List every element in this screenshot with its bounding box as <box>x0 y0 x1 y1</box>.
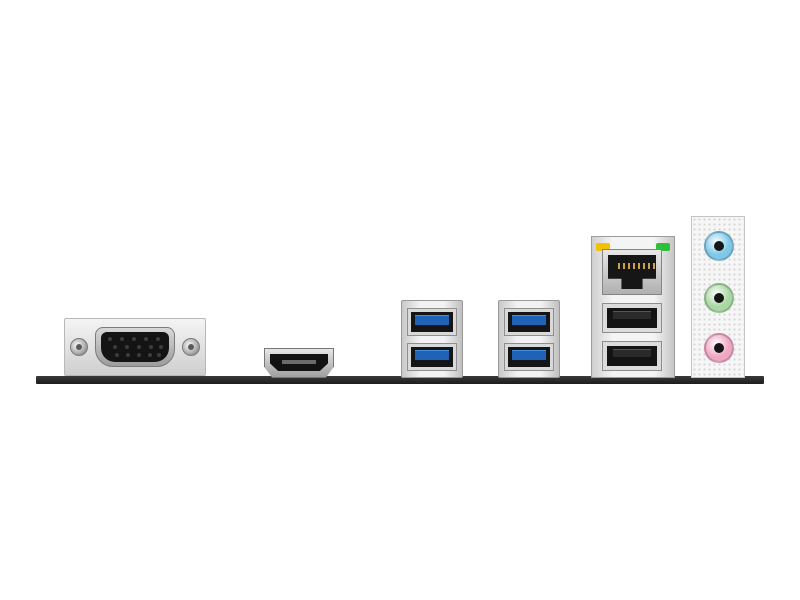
lan-usb2-block <box>591 236 675 378</box>
vga-pin-block <box>101 332 169 362</box>
vga-pin <box>126 353 130 357</box>
vga-screw-right <box>182 338 200 356</box>
usb3-tongue <box>415 350 449 360</box>
usb3-stack-left <box>401 300 463 378</box>
audio-jack-line-out <box>704 283 734 313</box>
ethernet-port <box>602 249 662 295</box>
audio-jack-block <box>691 216 745 378</box>
usb3-tongue <box>512 350 546 360</box>
usb3-tongue <box>415 315 449 325</box>
lan-activity-led <box>596 243 610 251</box>
usb3-port-top <box>504 308 554 336</box>
usb3-stack-right <box>498 300 560 378</box>
pcb-edge <box>36 376 764 384</box>
vga-pin <box>125 345 129 349</box>
vga-pin <box>156 337 160 341</box>
audio-jack-line-in <box>704 231 734 261</box>
usb2-port-bottom <box>602 341 662 371</box>
vga-pin <box>137 353 141 357</box>
vga-pin <box>149 345 153 349</box>
usb3-port-bottom <box>407 343 457 371</box>
usb3-port-bottom <box>504 343 554 371</box>
usb3-tongue <box>512 315 546 325</box>
usb2-tongue <box>613 349 651 357</box>
vga-port <box>64 318 206 376</box>
audio-jack-mic-in <box>704 333 734 363</box>
usb3-port-top <box>407 308 457 336</box>
hdmi-opening <box>270 354 328 371</box>
vga-pin <box>113 345 117 349</box>
vga-pin <box>137 345 141 349</box>
vga-pin <box>120 337 124 341</box>
vga-pin <box>115 353 119 357</box>
usb2-port-top <box>602 303 662 333</box>
vga-pin <box>132 337 136 341</box>
vga-pin <box>148 353 152 357</box>
hdmi-tongue <box>282 360 316 364</box>
ethernet-contacts <box>618 263 656 269</box>
usb2-tongue <box>613 311 651 319</box>
vga-screw-left <box>70 338 88 356</box>
vga-pin <box>108 337 112 341</box>
vga-pin <box>144 337 148 341</box>
vga-pin <box>159 345 163 349</box>
vga-shell <box>95 327 175 367</box>
lan-link-led <box>656 243 670 251</box>
hdmi-port <box>264 348 334 378</box>
vga-pin <box>157 353 161 357</box>
